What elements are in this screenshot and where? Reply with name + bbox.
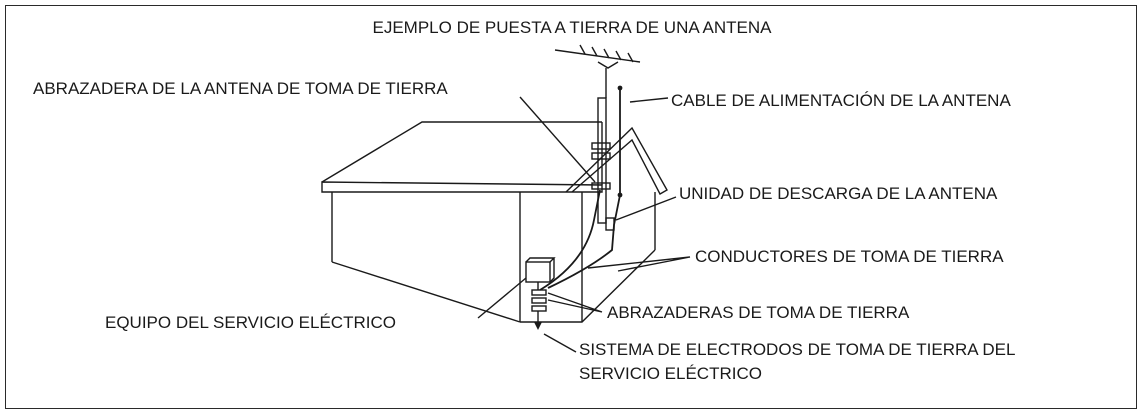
label-antenna-clamp: ABRAZADERA DE LA ANTENA DE TOMA DE TIERR… — [33, 79, 448, 98]
ground-clamp-1 — [531, 289, 547, 296]
leader-service — [477, 277, 527, 319]
ground-clamp-2 — [531, 297, 547, 304]
antenna-elements — [579, 44, 634, 63]
lead-in-cable — [547, 88, 621, 289]
diagram-title: EJEMPLO DE PUESTA A TIERRA DE UNA ANTENA — [373, 18, 773, 37]
mast-clamp-3 — [591, 182, 611, 190]
leader-ground-clamps — [547, 292, 603, 313]
mast-clamp-1 — [591, 142, 611, 150]
antenna-drawing — [539, 44, 641, 291]
leader-discharge — [615, 196, 677, 221]
service-box-depth — [525, 257, 556, 283]
label-electrode-system-line1: SISTEMA DE ELECTRODOS DE TOMA DE TIERRA … — [579, 340, 1015, 359]
roof-slope — [321, 121, 602, 183]
service-drawing — [525, 257, 556, 330]
leader-lead-in — [629, 97, 669, 103]
service-box — [525, 261, 551, 283]
label-discharge-unit: UNIDAD DE DESCARGA DE LA ANTENA — [679, 184, 998, 203]
standoff-dot-1 — [617, 85, 623, 91]
standoff-dot-2 — [617, 192, 623, 198]
gable-roof — [565, 126, 668, 195]
leader-conductors — [587, 256, 691, 272]
antenna-crossbar — [554, 49, 641, 63]
mast-clamp-2 — [591, 152, 611, 160]
ground-clamp-3 — [531, 305, 547, 312]
roof-eave — [321, 181, 603, 193]
mast-ground-conductor — [539, 189, 601, 291]
leader-lines — [477, 96, 691, 353]
ground-line-left — [331, 261, 521, 323]
diagram-frame — [5, 5, 1137, 409]
label-lead-in-wire: CABLE DE ALIMENTACIÓN DE LA ANTENA — [671, 91, 1011, 110]
label-electrode-system-line2: SERVICIO ELÉCTRICO — [579, 364, 762, 383]
leader-clamp — [519, 96, 596, 183]
label-ground-clamps: ABRAZADERAS DE TOMA DE TIERRA — [607, 303, 910, 322]
antenna-bracket — [597, 61, 619, 69]
antenna-mast — [597, 97, 607, 224]
ground-rod-tip — [534, 322, 542, 330]
discharge-unit — [605, 217, 615, 231]
label-grounding-conductors: CONDUCTORES DE TOMA DE TIERRA — [695, 247, 1004, 266]
leader-electrode — [543, 333, 577, 353]
label-service-equipment: EQUIPO DEL SERVICIO ELÉCTRICO — [105, 313, 396, 332]
